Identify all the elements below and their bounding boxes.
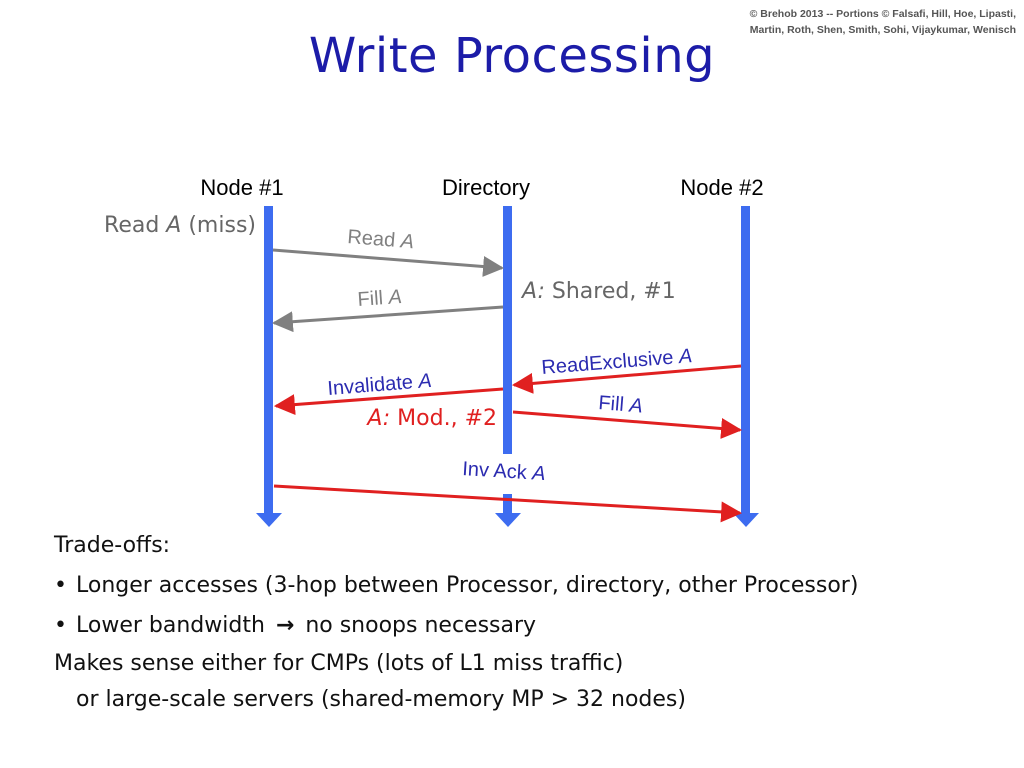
inv-ack-arrow xyxy=(273,484,743,523)
conclusion-line-2: or large-scale servers (shared-memory MP… xyxy=(76,687,686,712)
slide-title: Write Processing xyxy=(308,28,716,84)
copyright-notice: © Brehob 2013 -- Portions © Falsafi, Hil… xyxy=(716,6,1016,38)
read-message-arrow xyxy=(272,248,505,277)
node2-header: Node #2 xyxy=(680,175,763,200)
fill-message-label: Fill A xyxy=(357,286,403,311)
inv-ack-label: Inv Ack A xyxy=(462,458,547,485)
read-miss-label: Read A (miss) xyxy=(104,213,256,238)
fill-message-arrow xyxy=(271,305,504,333)
copyright-line-1: © Brehob 2013 -- Portions © Falsafi, Hil… xyxy=(749,8,1016,20)
node1-header: Node #1 xyxy=(200,175,283,200)
right-arrow-icon: → xyxy=(275,613,295,638)
state-modified-label: A: Mod., #2 xyxy=(365,406,497,431)
read-exclusive-arrow xyxy=(511,364,742,394)
node1-lifeline xyxy=(256,206,282,527)
directory-lifeline xyxy=(495,206,521,527)
node2-lifeline-arrowhead xyxy=(733,513,759,527)
node1-lifeline-arrowhead xyxy=(256,513,282,527)
bullet-icon: • xyxy=(54,613,67,638)
conclusion-line-1: Makes sense either for CMPs (lots of L1 … xyxy=(54,651,624,676)
tradeoff-item: •Lower bandwidth → no snoops necessary xyxy=(54,606,1014,646)
directory-header: Directory xyxy=(442,175,530,200)
invalidate-arrow xyxy=(273,387,504,416)
bullet-icon: • xyxy=(54,573,67,598)
read-exclusive-label: ReadExclusive A xyxy=(541,345,693,379)
tradeoff-item: •Longer accesses (3-hop between Processo… xyxy=(54,566,1014,606)
state-shared-label: A: Shared, #1 xyxy=(520,279,676,304)
read-message-label: Read A xyxy=(347,226,415,253)
fill-exclusive-label: Fill A xyxy=(598,392,644,417)
tradeoffs-heading: Trade-offs: xyxy=(54,533,171,558)
copyright-line-2: Martin, Roth, Shen, Smith, Sohi, Vijayku… xyxy=(749,24,1016,36)
fill-exclusive-arrow xyxy=(512,410,743,439)
tradeoffs-section: Trade-offs: •Longer accesses (3-hop betw… xyxy=(54,526,1014,718)
directory-lifeline-arrowhead xyxy=(495,513,521,527)
